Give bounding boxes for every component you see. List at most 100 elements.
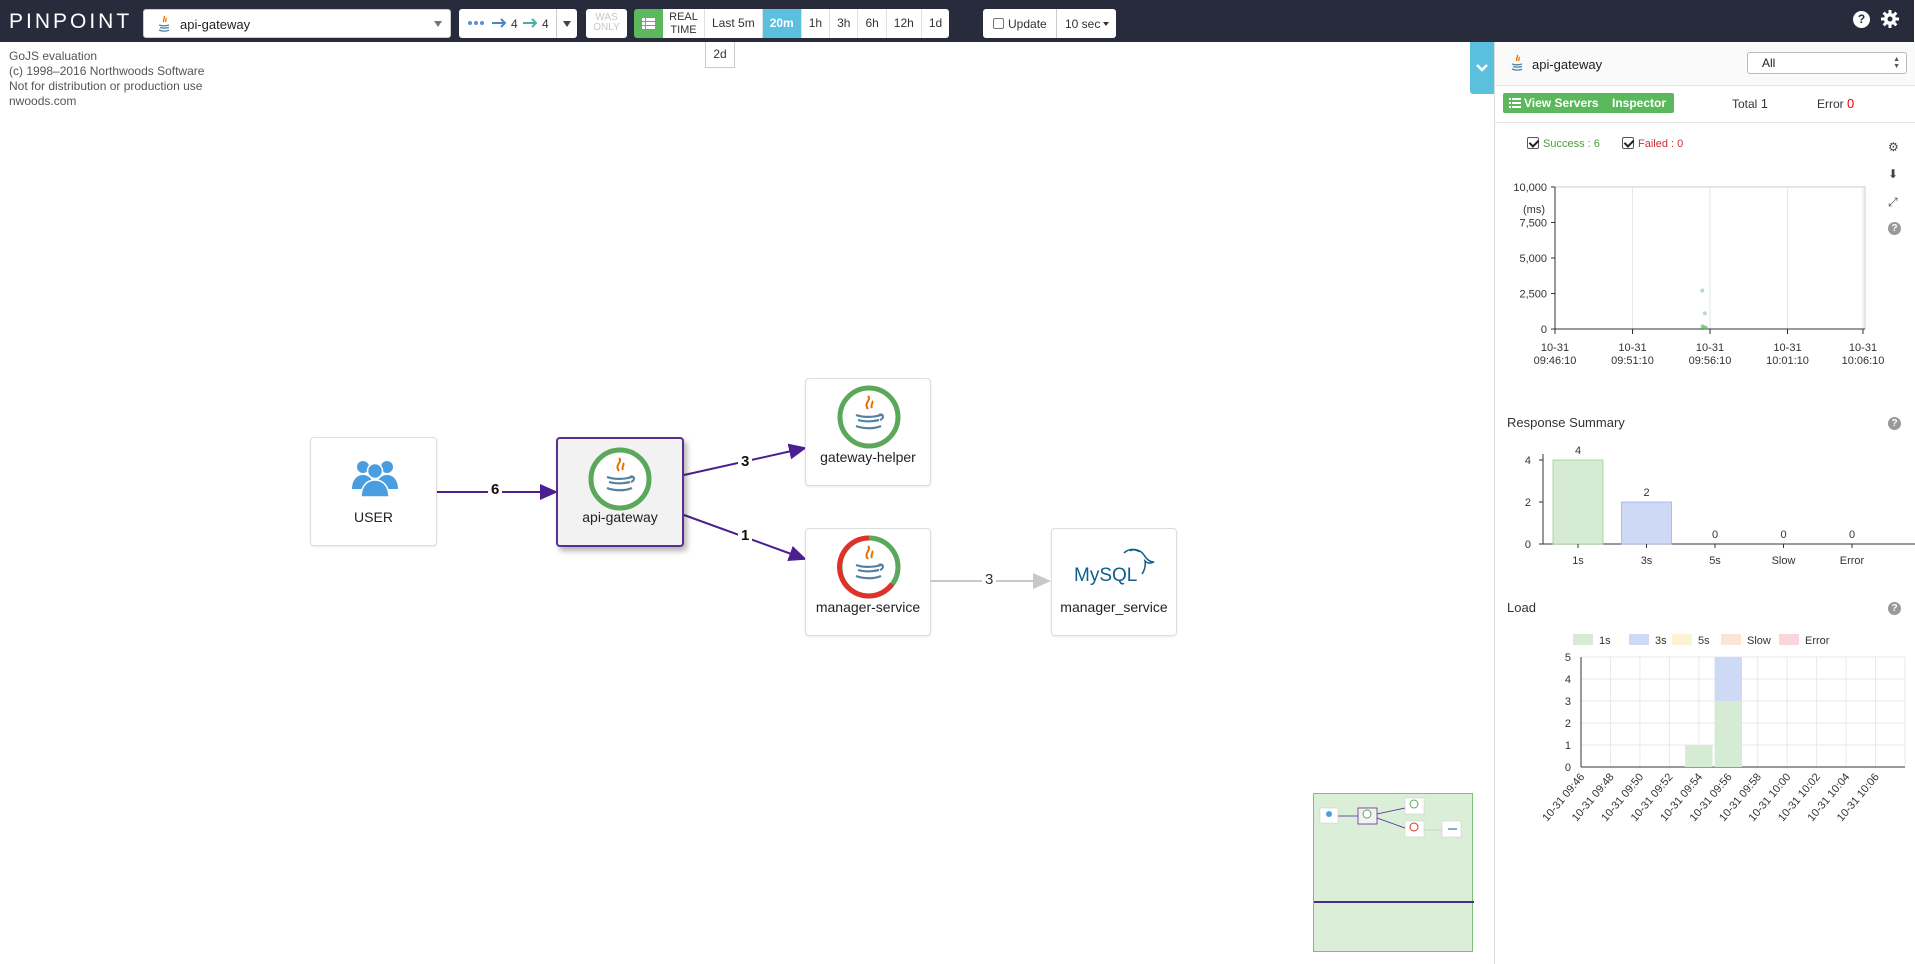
period-2d[interactable]: 2d [705, 42, 735, 68]
summary-x-tick-label: 1s [1572, 555, 1584, 567]
scatter-x-tick-time: 09:51:10 [1611, 355, 1654, 367]
users-icon [352, 461, 398, 498]
inspector-button[interactable]: Inspector [1603, 93, 1675, 113]
node-label-gateway-helper: gateway-helper [820, 449, 916, 465]
pinpoint-logo[interactable]: PINPOINT [9, 10, 133, 33]
scatter-point [1700, 324, 1705, 329]
list-view-button[interactable] [634, 9, 663, 38]
period-last-5m[interactable]: Last 5m [705, 9, 763, 38]
response-summary-title: Response Summary [1507, 415, 1625, 430]
panel-header: api-gateway All ▲▼ [1495, 42, 1915, 86]
scatter-y-tick-label: 5,000 [1519, 253, 1547, 265]
scatter-y-tick-label: 7,500 [1519, 218, 1547, 230]
scatter-x-tick-time: 10:01:10 [1766, 355, 1809, 367]
chevron-down-icon [1476, 64, 1488, 72]
scatter-x-tick-date: 10-31 [1849, 342, 1877, 354]
java-app-icon [837, 535, 901, 599]
minimap-viewport[interactable] [1314, 901, 1474, 903]
update-interval-select[interactable]: 10 sec [1065, 17, 1101, 31]
java-app-icon [837, 385, 901, 449]
scatter-point [1704, 325, 1709, 330]
list-icon [1509, 98, 1521, 108]
fullscreen-icon[interactable]: ⤢ [1888, 195, 1898, 209]
period-6h[interactable]: 6h [858, 9, 887, 38]
period-1h[interactable]: 1h [802, 9, 831, 38]
search-depth-selector[interactable]: 4 4 [459, 9, 577, 38]
select-arrows-icon: ▲▼ [1893, 56, 1900, 70]
chevron-down-icon [434, 21, 442, 27]
panel-collapse-button[interactable] [1470, 42, 1494, 94]
scatter-x-tick-time: 10:06:10 [1842, 355, 1885, 367]
node-manager-service[interactable]: manager-service [805, 528, 931, 636]
scatter-x-tick-time: 09:46:10 [1534, 355, 1577, 367]
scatter-point [1700, 288, 1705, 293]
response-scatter-chart[interactable]: 10-3109:46:1010-3109:51:1010-3109:56:101… [1495, 162, 1884, 372]
load-y-tick-label: 2 [1565, 718, 1571, 730]
chevron-down-icon [1103, 22, 1109, 26]
mysql-wordmark: MySQL [1074, 565, 1138, 586]
load-legend-label: Slow [1747, 635, 1771, 647]
summary-y-tick-label: 0 [1525, 539, 1531, 551]
scatter-x-tick-time: 09:56:10 [1689, 355, 1732, 367]
server-map-overview[interactable] [1313, 793, 1474, 952]
was-only-toggle[interactable]: WAS ONLY [586, 9, 627, 38]
edge-label-manager-to-mysql[interactable]: 3 [982, 571, 997, 588]
load-legend-label: 3s [1655, 635, 1667, 647]
scatter-x-tick-date: 10-31 [1696, 342, 1724, 354]
edge-label-gateway-to-helper[interactable]: 3 [738, 453, 753, 470]
inbound-depth-icon [468, 21, 484, 25]
help-icon[interactable]: ? [1888, 222, 1901, 235]
edge-label-gateway-to-manager[interactable]: 1 [738, 527, 753, 544]
arrow-right-icon [492, 18, 507, 28]
gear-icon[interactable] [1880, 9, 1900, 29]
node-api-gateway[interactable]: api-gateway [556, 437, 684, 547]
help-icon[interactable]: ? [1888, 417, 1901, 430]
scatter-y-tick-label: 0 [1541, 324, 1547, 336]
node-mysql[interactable]: MySQL manager_service [1051, 528, 1177, 636]
mysql-logo-icon [1123, 548, 1155, 575]
help-icon[interactable]: ? [1888, 602, 1901, 615]
period-12h[interactable]: 12h [887, 9, 922, 38]
period-1d[interactable]: 1d [928, 16, 943, 30]
scatter-x-tick-date: 10-31 [1773, 342, 1801, 354]
load-y-tick-label: 1 [1565, 740, 1571, 752]
period-20m[interactable]: 20m [762, 9, 802, 38]
scatter-point [1701, 324, 1706, 329]
download-icon[interactable]: ⬇ [1888, 167, 1899, 181]
java-icon [156, 15, 172, 36]
outbound-depth-icon [523, 18, 538, 28]
summary-y-tick-label: 2 [1525, 497, 1531, 509]
period-3h[interactable]: 3h [830, 9, 859, 38]
load-y-tick-label: 4 [1565, 674, 1571, 686]
node-user[interactable]: USER [310, 437, 437, 546]
failed-filter-checkbox[interactable]: Failed : 0 [1622, 137, 1683, 150]
java-app-icon [588, 447, 652, 511]
minimap-graph [1319, 797, 1462, 838]
scatter-x-tick-date: 10-31 [1618, 342, 1646, 354]
load-legend-swatch [1672, 634, 1692, 645]
node-label-manager-service: manager-service [815, 599, 921, 615]
summary-x-tick-label: Slow [1772, 555, 1796, 567]
application-select[interactable]: api-gateway [143, 9, 451, 38]
update-label: Update [1008, 17, 1047, 31]
load-legend-label: 5s [1698, 635, 1710, 647]
load-bar [1714, 701, 1742, 767]
node-info-panel: api-gateway All ▲▼ View Servers Inspecto… [1494, 42, 1915, 964]
help-icon[interactable]: ? [1853, 11, 1870, 28]
server-map[interactable]: 6 3 1 3 USER api-gateway [0, 42, 1490, 964]
agent-filter-select[interactable]: All ▲▼ [1747, 52, 1907, 74]
update-checkbox[interactable] [993, 18, 1004, 29]
scatter-x-tick-date: 10-31 [1541, 342, 1569, 354]
edge-label-user-to-gateway[interactable]: 6 [488, 481, 503, 498]
success-filter-checkbox[interactable]: Success : 6 [1527, 137, 1600, 150]
real-time-button[interactable]: REAL TIME [663, 9, 705, 38]
load-y-tick-label: 3 [1565, 696, 1571, 708]
node-gateway-helper[interactable]: gateway-helper [805, 378, 931, 486]
settings-icon[interactable]: ⚙ [1888, 140, 1899, 154]
auto-update-control: Update 10 sec [983, 9, 1116, 38]
scatter-y-tick-label: 2,500 [1519, 289, 1547, 301]
view-servers-button[interactable]: View Servers [1503, 93, 1607, 113]
